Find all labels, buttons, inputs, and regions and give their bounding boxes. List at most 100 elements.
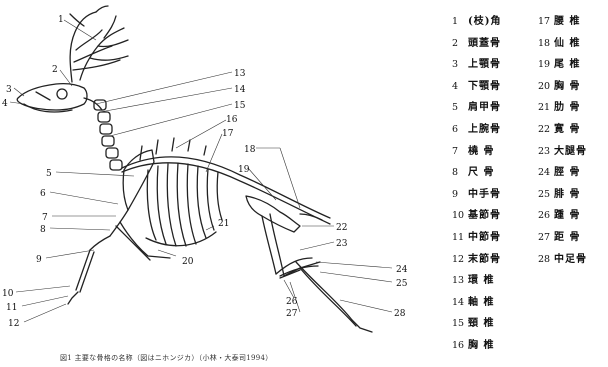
label-4: 4 (2, 99, 8, 109)
label-6: 6 (40, 189, 46, 199)
legend-number: 21 (538, 102, 554, 113)
legend-number: 11 (452, 232, 468, 243)
legend-number: 28 (538, 254, 554, 265)
legend-item: 11中節骨 (452, 228, 501, 243)
label-26: 26 (286, 297, 298, 307)
label-19: 19 (238, 165, 250, 175)
legend-bone-name: 仙 椎 (554, 38, 580, 49)
label-16: 16 (226, 115, 238, 125)
legend-bone-name: 踵 骨 (554, 210, 580, 221)
label-1: 1 (58, 15, 64, 25)
deer-skeleton-diagram: 1 2 3 4 5 6 7 8 9 10 11 12 13 14 15 16 1… (0, 0, 430, 367)
label-27: 27 (286, 309, 298, 319)
legend-number: 18 (538, 38, 554, 49)
legend-bone-name: 中手骨 (468, 189, 501, 200)
legend-bone-name: 脛 骨 (554, 167, 580, 178)
legend-number: 16 (452, 340, 468, 351)
label-12: 12 (8, 319, 19, 329)
legend-number: 7 (452, 146, 468, 157)
legend-number: 4 (452, 81, 468, 92)
legend-bone-name: 尾 椎 (554, 59, 580, 70)
label-11: 11 (6, 303, 17, 313)
legend-number: 25 (538, 189, 554, 200)
legend-item: 1(枝)角 (452, 12, 501, 27)
front-leg-drawing (68, 210, 170, 304)
legend-bone-name: 末節骨 (468, 254, 501, 265)
legend-item: 8尺 骨 (452, 163, 494, 178)
legend-number: 19 (538, 59, 554, 70)
label-9: 9 (36, 255, 42, 265)
legend-bone-name: 胸 椎 (468, 340, 494, 351)
legend-bone-name: 中節骨 (468, 232, 501, 243)
label-2: 2 (52, 65, 58, 75)
legend-number: 26 (538, 210, 554, 221)
legend-number: 17 (538, 16, 554, 27)
legend-bone-name: 胸 骨 (554, 81, 580, 92)
label-28: 28 (394, 309, 406, 319)
label-5: 5 (46, 169, 52, 179)
legend-bone-name: 肋 骨 (554, 102, 580, 113)
legend-number: 22 (538, 124, 554, 135)
figure-caption: 図1 主要な骨格の名称（図はニホンジカ）（小林・大泰司1994） (60, 353, 273, 363)
legend-bone-name: 頭蓋骨 (468, 38, 501, 49)
legend-bone-name: 腰 椎 (554, 16, 580, 27)
hind-leg-drawing (262, 214, 372, 332)
label-13: 13 (234, 69, 246, 79)
label-23: 23 (336, 239, 348, 249)
legend-number: 3 (452, 59, 468, 70)
legend-item: 4下顎骨 (452, 77, 501, 92)
label-3: 3 (6, 85, 12, 95)
skeleton-figure: 1 2 3 4 5 6 7 8 9 10 11 12 13 14 15 16 1… (0, 0, 430, 367)
legend-item: 19尾 椎 (538, 55, 580, 70)
label-7: 7 (42, 213, 48, 223)
legend-bone-name: 尺 骨 (468, 167, 494, 178)
label-25: 25 (396, 279, 408, 289)
legend-number: 2 (452, 38, 468, 49)
legend-number: 23 (538, 146, 554, 157)
label-21: 21 (218, 219, 229, 229)
legend-bone-name: 軸 椎 (468, 297, 494, 308)
label-17: 17 (222, 129, 234, 139)
legend-number: 14 (452, 297, 468, 308)
legend-bone-name: 距 骨 (554, 232, 580, 243)
spine-drawing (122, 138, 330, 224)
legend-number: 15 (452, 318, 468, 329)
legend-number: 13 (452, 275, 468, 286)
legend-bone-name: 上腕骨 (468, 124, 501, 135)
legend-bone-name: 下顎骨 (468, 81, 501, 92)
leader-lines (10, 20, 392, 322)
label-8: 8 (40, 225, 46, 235)
legend-number: 1 (452, 16, 468, 27)
legend-bone-name: 肩甲骨 (468, 102, 501, 113)
label-18: 18 (244, 145, 256, 155)
legend-number: 27 (538, 232, 554, 243)
label-15: 15 (234, 101, 246, 111)
legend-bone-name: 腓 骨 (554, 189, 580, 200)
legend-number: 6 (452, 124, 468, 135)
legend-bone-name: (枝)角 (468, 16, 501, 27)
legend-bone-name: 大腿骨 (554, 146, 587, 157)
label-24: 24 (396, 265, 408, 275)
legend-number: 24 (538, 167, 554, 178)
legend-bone-name: 頸 椎 (468, 318, 494, 329)
legend-bone-name: 環 椎 (468, 275, 494, 286)
label-10: 10 (2, 289, 14, 299)
legend-item: 9中手骨 (452, 185, 501, 200)
